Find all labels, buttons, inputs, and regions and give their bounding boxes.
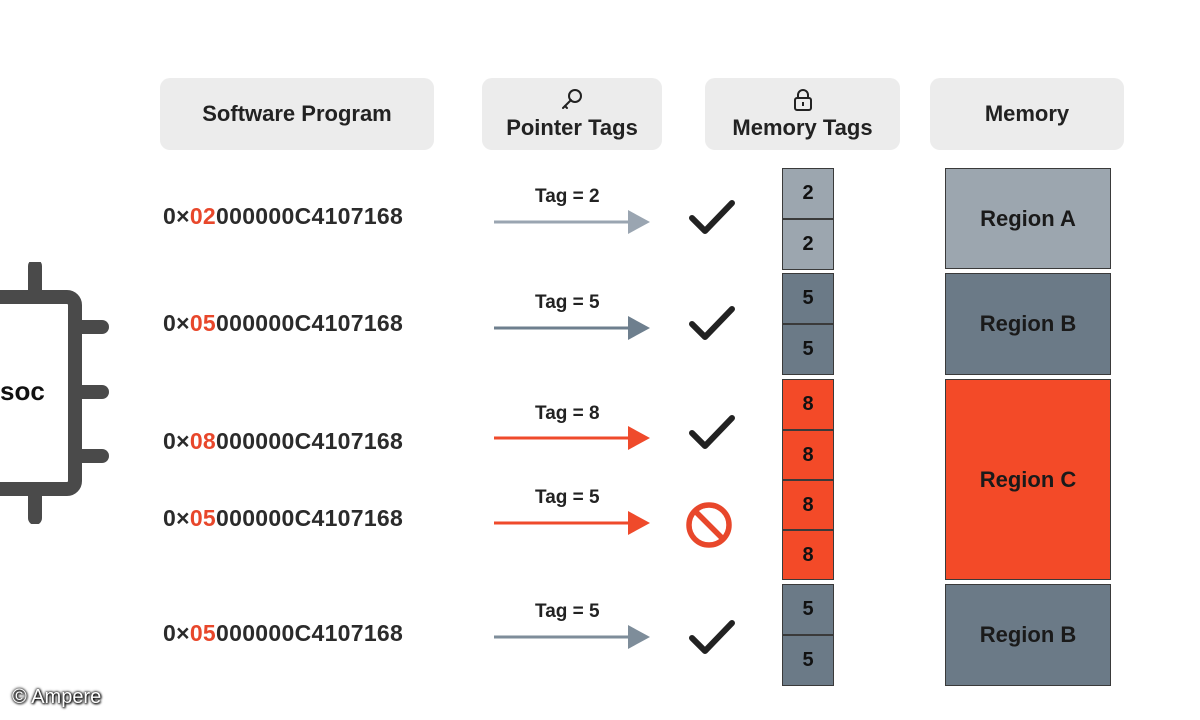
header-software-program: Software Program bbox=[160, 78, 434, 150]
memory-tag-cell: 8 bbox=[782, 480, 834, 530]
header-memory: Memory bbox=[930, 78, 1124, 150]
memory-region: Region B bbox=[945, 273, 1111, 375]
memory-tag-cell: 8 bbox=[782, 430, 834, 480]
lock-icon bbox=[793, 89, 812, 111]
memory-region: Region C bbox=[945, 379, 1111, 580]
header-software-program-label: Software Program bbox=[202, 101, 392, 126]
arrow-icon bbox=[494, 625, 650, 649]
memory-tag-cell: 8 bbox=[782, 379, 834, 430]
pointer-address: 0×05000000C4107168 bbox=[163, 620, 404, 646]
memory-tag-cell: 2 bbox=[782, 219, 834, 270]
check-icon bbox=[689, 306, 735, 340]
memory-tag-cell: 5 bbox=[782, 584, 834, 635]
blocked-icon bbox=[686, 502, 732, 548]
header-memory-tags-label: Memory Tags bbox=[732, 115, 873, 140]
arrow-icon bbox=[494, 511, 650, 535]
memory-region-label: Region A bbox=[980, 205, 1076, 231]
pointer-address: 0×05000000C4107168 bbox=[163, 505, 404, 531]
memory-tag-cell: 2 bbox=[782, 168, 834, 219]
pointer-tag-label: Tag = 5 bbox=[535, 487, 600, 508]
chip-icon bbox=[0, 262, 109, 524]
check-icon bbox=[689, 415, 735, 449]
arrow-icon bbox=[494, 210, 650, 234]
pointer-tag-label: Tag = 5 bbox=[535, 601, 600, 622]
memory-tag-cell: 5 bbox=[782, 273, 834, 324]
memory-tag-cell: 5 bbox=[782, 635, 834, 686]
copyright-text: © Ampere bbox=[12, 686, 102, 708]
pointer-address: 0×05000000C4107168 bbox=[163, 310, 404, 336]
memory-region: Region B bbox=[945, 584, 1111, 686]
check-icon bbox=[689, 200, 735, 234]
header-pointer-tags: Pointer Tags bbox=[482, 78, 662, 150]
check-icon bbox=[689, 620, 735, 654]
memory-region: Region A bbox=[945, 168, 1111, 269]
header-memory-tags: Memory Tags bbox=[705, 78, 900, 150]
pointer-tag-label: Tag = 8 bbox=[535, 403, 600, 424]
memory-tag-cell: 8 bbox=[782, 530, 834, 580]
pointer-tag-label: Tag = 5 bbox=[535, 292, 600, 313]
memory-region-label: Region B bbox=[979, 622, 1077, 647]
key-icon bbox=[562, 89, 582, 109]
header-memory-label: Memory bbox=[984, 101, 1070, 126]
header-pointer-tags-label: Pointer Tags bbox=[506, 115, 638, 140]
memory-tag-cell: 5 bbox=[782, 324, 834, 375]
pointer-address: 0×08000000C4107168 bbox=[163, 428, 404, 454]
arrow-icon bbox=[494, 316, 650, 340]
memory-region-label: Region C bbox=[979, 466, 1077, 492]
memory-region-label: Region B bbox=[979, 311, 1077, 336]
chip-label: soc bbox=[0, 376, 45, 406]
pointer-tag-label: Tag = 2 bbox=[535, 186, 600, 207]
pointer-address: 0×02000000C4107168 bbox=[163, 203, 404, 229]
arrow-icon bbox=[494, 426, 650, 450]
